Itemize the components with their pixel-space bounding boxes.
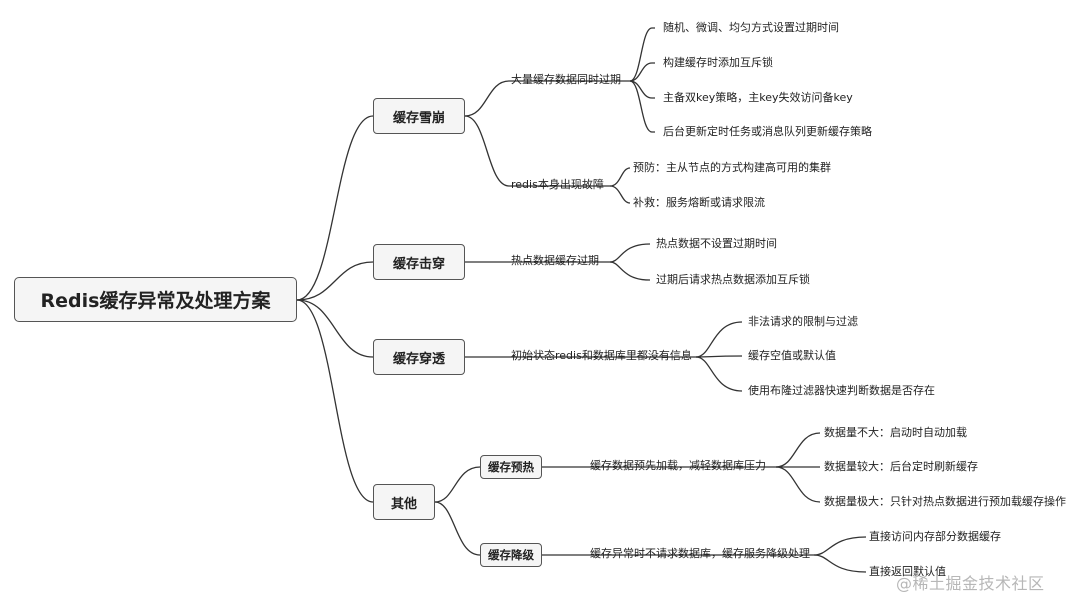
warmup-description: 缓存数据预先加载，减轻数据库压力 — [590, 459, 766, 472]
watermark: @稀土掘金技术社区 — [896, 574, 1045, 593]
warmup-option-large: 数据量较大：后台定时刷新缓存 — [824, 460, 978, 473]
warmup-option-small: 数据量不大：启动时自动加载 — [824, 426, 967, 439]
topic-others: 其他 — [373, 484, 435, 520]
avalanche-prevention: 预防：主从节点的方式构建高可用的集群 — [633, 161, 831, 174]
avalanche-solution-4: 后台更新定时任务或消息队列更新缓存策略 — [663, 125, 872, 138]
warmup-option-huge: 数据量极大：只针对热点数据进行预加载缓存操作 — [824, 495, 1066, 508]
degrade-option-2: 直接返回默认值 — [869, 565, 946, 578]
avalanche-solution-2: 构建缓存时添加互斥锁 — [663, 56, 773, 69]
breakdown-cause: 热点数据缓存过期 — [511, 254, 599, 267]
penetration-cause: 初始状态redis和数据库里都没有信息 — [511, 349, 692, 362]
avalanche-cause-redis-failure: redis本身出现故障 — [511, 178, 604, 191]
degrade-description: 缓存异常时不请求数据库，缓存服务降级处理 — [590, 547, 810, 560]
avalanche-cause-mass-expiry: 大量缓存数据同时过期 — [511, 73, 621, 86]
topic-cache-avalanche: 缓存雪崩 — [373, 98, 465, 134]
degrade-option-1: 直接访问内存部分数据缓存 — [869, 530, 1001, 543]
avalanche-remedy: 补救：服务熔断或请求限流 — [633, 196, 765, 209]
penetration-solution-1: 非法请求的限制与过滤 — [748, 315, 858, 328]
subtopic-cache-warmup: 缓存预热 — [480, 455, 542, 479]
breakdown-solution-2: 过期后请求热点数据添加互斥锁 — [656, 273, 810, 286]
avalanche-solution-3: 主备双key策略，主key失效访问备key — [663, 91, 853, 104]
avalanche-solution-1: 随机、微调、均匀方式设置过期时间 — [663, 21, 839, 34]
topic-cache-breakdown: 缓存击穿 — [373, 244, 465, 280]
penetration-solution-2: 缓存空值或默认值 — [748, 349, 836, 362]
root-topic: Redis缓存异常及处理方案 — [14, 277, 297, 322]
breakdown-solution-1: 热点数据不设置过期时间 — [656, 237, 777, 250]
penetration-solution-3: 使用布隆过滤器快速判断数据是否存在 — [748, 384, 935, 397]
subtopic-cache-degrade: 缓存降级 — [480, 543, 542, 567]
topic-cache-penetration: 缓存穿透 — [373, 339, 465, 375]
